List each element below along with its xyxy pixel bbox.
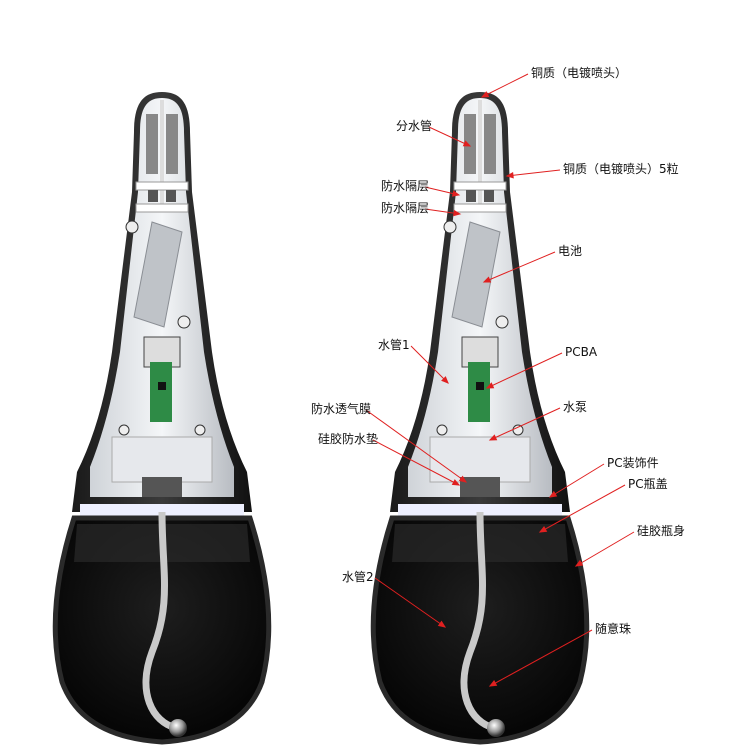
label-water-pump: 水泵 [563, 400, 588, 414]
label-pc-decoration: PC装饰件 [607, 456, 659, 470]
label-water-tube-2: 水管2 [342, 570, 374, 584]
leader-line-pc-decoration [549, 463, 605, 498]
label-silicone-gasket: 硅胶防水垫 [318, 432, 379, 446]
arrowhead-icon [441, 376, 449, 384]
arrowhead-icon [451, 190, 461, 197]
arrowhead-icon [453, 209, 462, 217]
leader-line-random-bead [489, 629, 593, 687]
label-water-divider: 分水管 [396, 119, 433, 133]
label-random-bead: 随意珠 [595, 622, 632, 636]
label-waterproof-layer-2: 防水隔层 [381, 201, 430, 215]
arrowhead-icon [505, 172, 514, 179]
leader-line-pc-cap [539, 484, 626, 533]
label-waterproof-membrane: 防水透气膜 [311, 402, 372, 416]
arrowhead-icon [451, 479, 461, 486]
arrowhead-icon [480, 91, 490, 98]
leader-line-water-tube-2 [374, 577, 446, 628]
leader-lines [365, 73, 635, 687]
label-waterproof-layer-1: 防水隔层 [381, 179, 430, 193]
label-copper-nozzle-5: 铜质（电镀喷头）5粒 [563, 162, 679, 176]
arrowhead-icon [458, 475, 468, 483]
leader-line-water-divider [428, 126, 471, 147]
arrowhead-icon [538, 526, 548, 533]
leader-line-battery [483, 251, 556, 283]
arrowhead-icon [437, 620, 447, 628]
label-water-tube-1: 水管1 [378, 338, 410, 352]
arrowhead-icon [482, 276, 492, 283]
leader-line-water-pump [489, 407, 561, 441]
leader-line-copper-nozzle [481, 73, 529, 98]
label-battery: 电池 [558, 244, 583, 258]
label-silicone-body: 硅胶瓶身 [637, 524, 686, 538]
arrowhead-icon [485, 382, 495, 389]
arrowhead-icon [548, 490, 558, 498]
label-pcba: PCBA [565, 345, 598, 359]
leader-line-silicone-gasket [372, 439, 460, 486]
arrowhead-icon [574, 559, 584, 567]
device-left [55, 92, 269, 742]
arrowhead-icon [488, 680, 498, 687]
leader-line-water-tube-1 [410, 345, 449, 384]
label-copper-nozzle: 铜质（电镀喷头） [531, 66, 628, 80]
leader-line-pcba [486, 352, 563, 389]
leader-line-silicone-body [575, 531, 635, 567]
label-pc-cap: PC瓶盖 [628, 477, 668, 491]
leader-line-copper-nozzle-5 [506, 169, 561, 177]
arrowhead-icon [462, 140, 472, 147]
leader-line-waterproof-membrane [365, 409, 467, 483]
arrowhead-icon [488, 434, 498, 441]
